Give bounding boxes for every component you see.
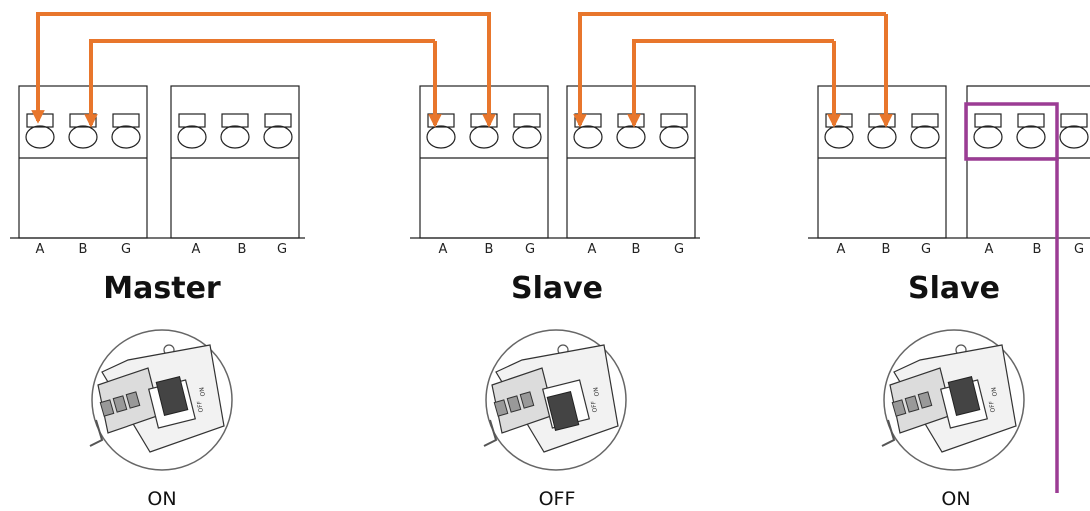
dial-text-on: ON	[198, 387, 206, 397]
role-label-slave: Slave	[511, 271, 603, 306]
termination-switch-inset-slave1: OFF ON	[483, 329, 627, 471]
terminal-block-slave2-1	[817, 85, 947, 239]
switch-state-label-master: ON	[147, 488, 176, 510]
unused-terminals-highlight	[964, 102, 1059, 493]
wire-b-master-slave1	[84, 39, 435, 128]
dip-switch-lever-on	[947, 375, 981, 417]
role-label-slave: Slave	[908, 271, 1000, 306]
pin-label-a: A	[837, 242, 846, 257]
pin-label-b: B	[238, 242, 247, 257]
pin-label-a: A	[588, 242, 597, 257]
dip-switch-lever-off	[546, 390, 580, 432]
wire-stub-icon	[89, 419, 104, 447]
wires	[31, 12, 893, 128]
pin-label-b: B	[1033, 242, 1042, 257]
pin-labels: A B G A B G A B G A B G A B G A B G	[36, 242, 1084, 257]
wire-stub-icon	[483, 419, 498, 447]
pin-label-b: B	[882, 242, 891, 257]
switch-state-label-slave2: ON	[941, 488, 970, 510]
wire-a-slave1-slave2	[573, 12, 886, 128]
wire-b-slave1-slave2	[627, 39, 834, 128]
switch-state-label-slave1: OFF	[539, 488, 576, 510]
pin-label-b: B	[79, 242, 88, 257]
dip-switch-lever-on	[155, 375, 189, 417]
pin-label-g: G	[1074, 242, 1084, 257]
pin-label-g: G	[674, 242, 684, 257]
pin-label-g: G	[921, 242, 931, 257]
pin-label-b: B	[485, 242, 494, 257]
dial-text-off: OFF	[988, 400, 997, 413]
terminal-block-slave1-1	[419, 85, 549, 239]
pin-label-g: G	[277, 242, 287, 257]
terminal-block-slave1-2	[566, 85, 696, 239]
wire-stub-icon	[881, 419, 896, 447]
dial-text-off: OFF	[196, 400, 205, 413]
pin-label-a: A	[36, 242, 45, 257]
dial-text-on: ON	[990, 387, 998, 397]
highlight-box	[964, 102, 1059, 161]
pin-label-a: A	[985, 242, 994, 257]
pin-label-g: G	[525, 242, 535, 257]
wire-a-master-slave1	[31, 12, 491, 124]
termination-switch-inset-slave2: OFF ON	[881, 329, 1025, 471]
dial-text-on: ON	[592, 387, 600, 397]
terminal-block-master-2	[170, 85, 300, 239]
termination-switch-inset-master: OFF ON	[89, 329, 233, 471]
pin-label-a: A	[192, 242, 201, 257]
pin-label-a: A	[439, 242, 448, 257]
pin-label-g: G	[121, 242, 131, 257]
role-label-master: Master	[103, 271, 221, 306]
terminal-block-slave2-2	[966, 85, 1090, 238]
dial-text-off: OFF	[590, 400, 599, 413]
pin-label-b: B	[632, 242, 641, 257]
